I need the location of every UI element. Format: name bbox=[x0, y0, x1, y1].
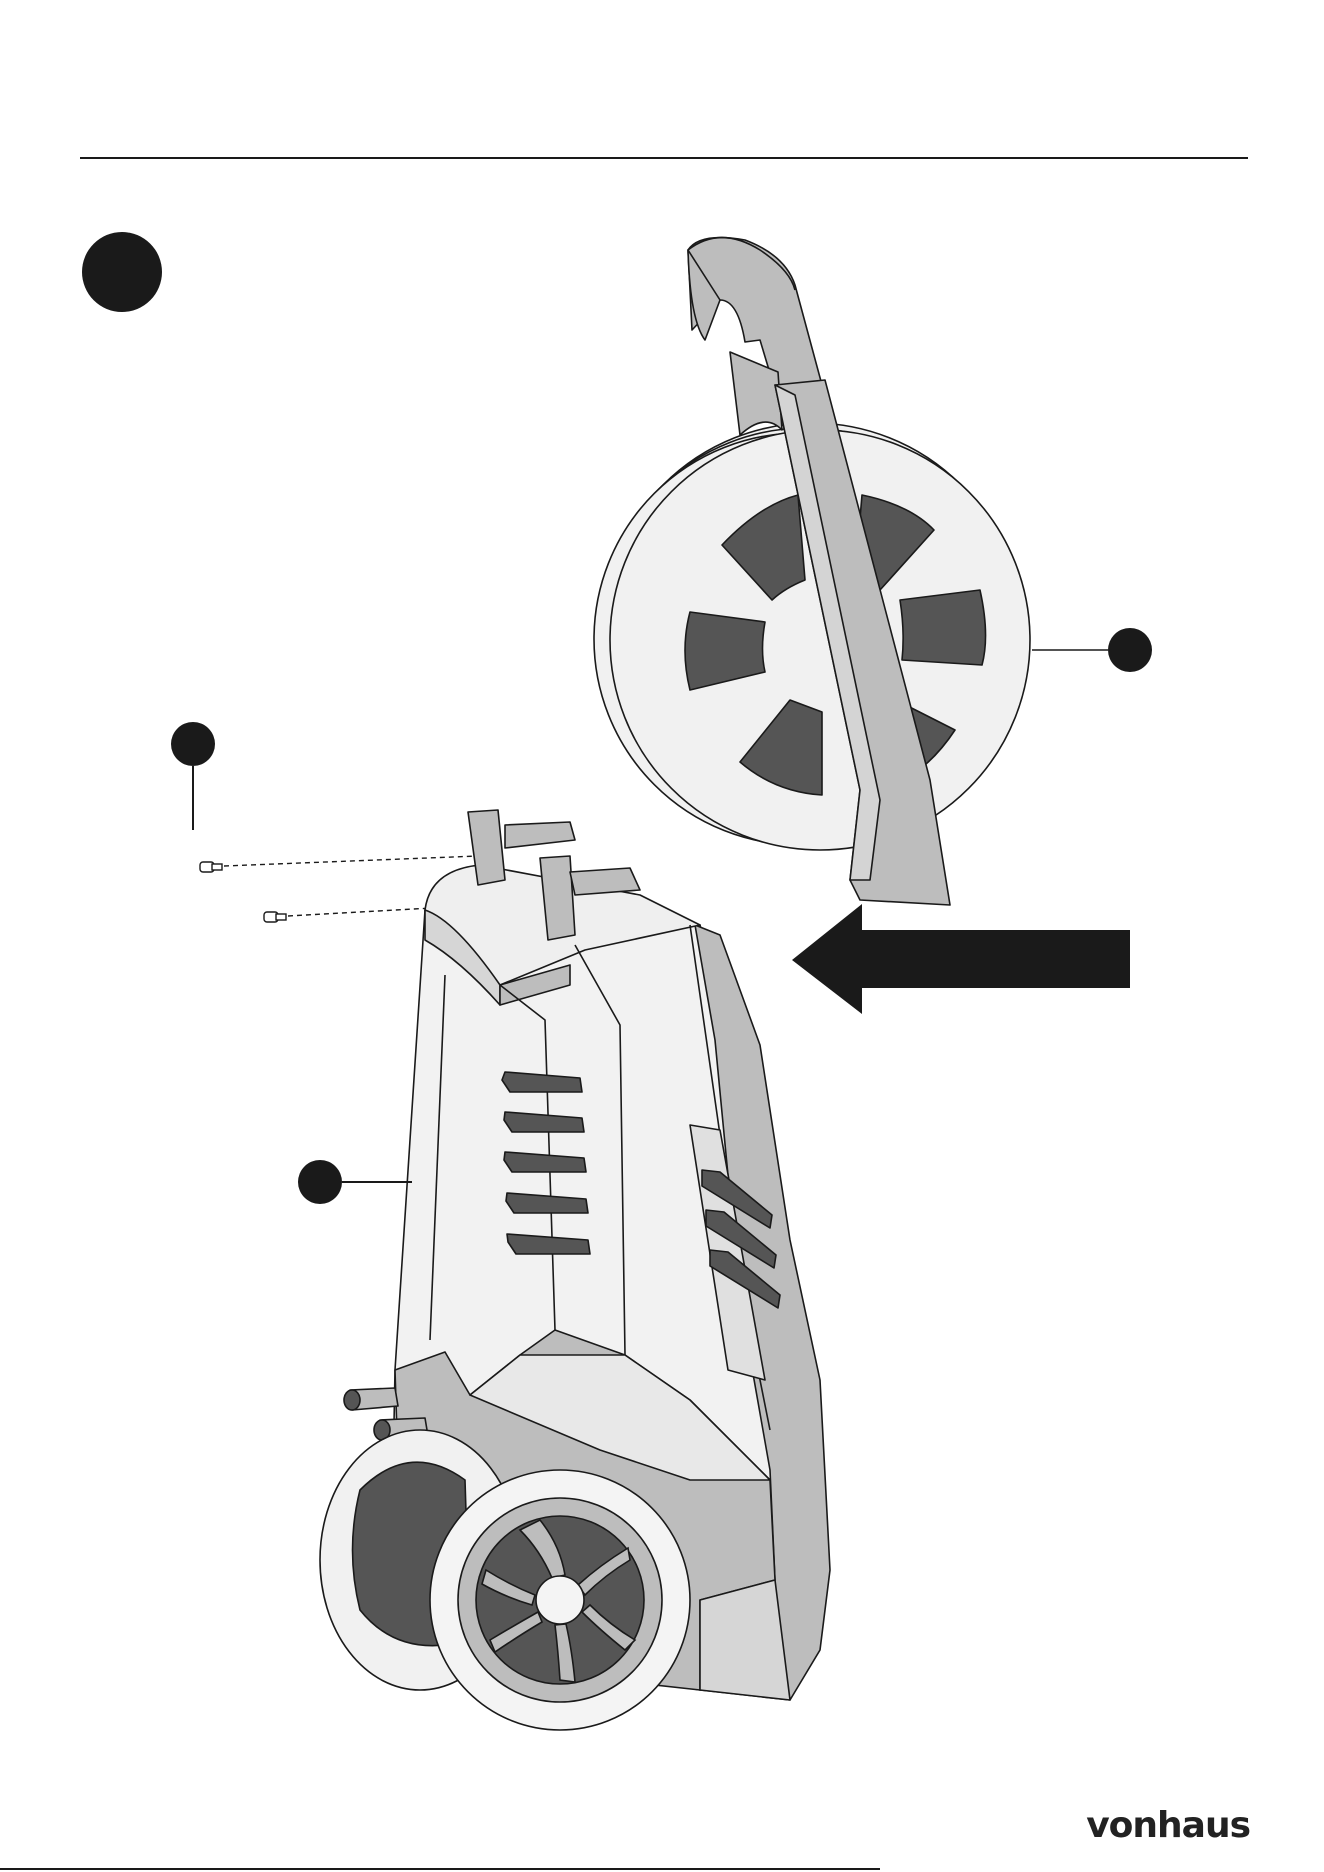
step-marker-icon bbox=[82, 232, 162, 312]
body-label-marker-icon bbox=[298, 1160, 342, 1204]
brand-logo: vonhaus bbox=[1086, 1805, 1250, 1846]
screw-upper bbox=[200, 856, 478, 872]
reel-label-marker-icon bbox=[1108, 628, 1152, 672]
left-arrow-icon bbox=[792, 904, 1130, 1014]
footer-rule bbox=[0, 1868, 880, 1870]
screw-label-marker-icon bbox=[171, 722, 215, 766]
front-wheel bbox=[430, 1470, 690, 1730]
hose-reel bbox=[594, 238, 1108, 906]
